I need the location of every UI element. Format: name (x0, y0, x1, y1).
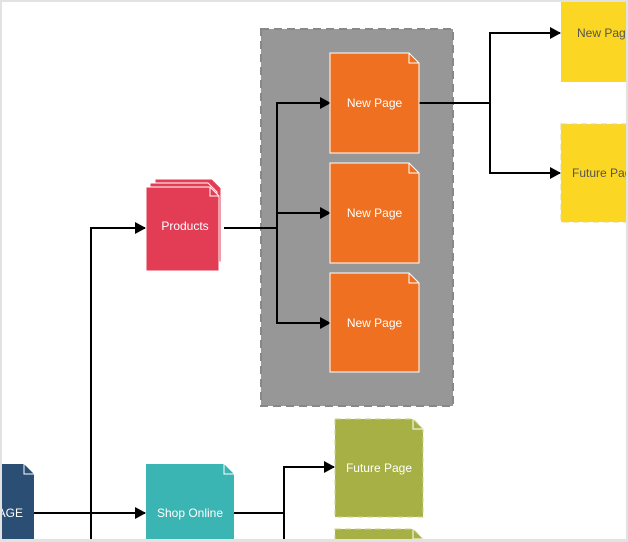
node-home[interactable]: AGE (0, 464, 34, 542)
node-shop-online-label: Shop Online (157, 506, 223, 520)
node-right-top[interactable]: New Pag (561, 2, 628, 82)
node-new-page-1[interactable]: New Page (329, 52, 420, 154)
connector-page1-to-right-top (489, 27, 561, 103)
node-new-page-3[interactable]: New Page (329, 272, 420, 373)
connector-shop-to-future-page (283, 461, 335, 542)
page-fold-icon (408, 163, 419, 174)
node-products-label: Products (161, 219, 208, 233)
node-shop-online[interactable]: Shop Online (146, 464, 234, 542)
page-fold-icon (209, 187, 219, 197)
node-future-page[interactable]: Future Page (334, 418, 424, 518)
page-fold-icon (23, 464, 34, 475)
connector-trunk-to-products (90, 222, 146, 542)
node-home-label: AGE (0, 506, 23, 520)
page-fold-icon (408, 53, 419, 64)
node-new-page-3-label: New Page (347, 316, 403, 330)
node-right-bottom-label: Future Pag (572, 166, 628, 180)
node-products[interactable]: Products (145, 178, 222, 272)
connector-products-to-page-1 (276, 97, 331, 228)
connector-products-to-page-3 (276, 228, 331, 329)
node-right-bottom[interactable]: Future Pag (560, 123, 628, 223)
connectors (34, 27, 561, 542)
node-future-page-2[interactable] (334, 528, 424, 542)
node-future-page-label: Future Page (346, 461, 412, 475)
node-new-page-2-label: New Page (347, 206, 403, 220)
page-fold-icon (223, 464, 234, 475)
page-fold-icon (412, 419, 423, 430)
connector-page1-to-right-bottom (489, 103, 561, 179)
node-new-page-2[interactable]: New Page (329, 162, 420, 264)
node-new-page-1-label: New Page (347, 96, 403, 110)
node-right-top-label: New Pag (577, 26, 626, 40)
page-fold-icon (408, 273, 419, 284)
